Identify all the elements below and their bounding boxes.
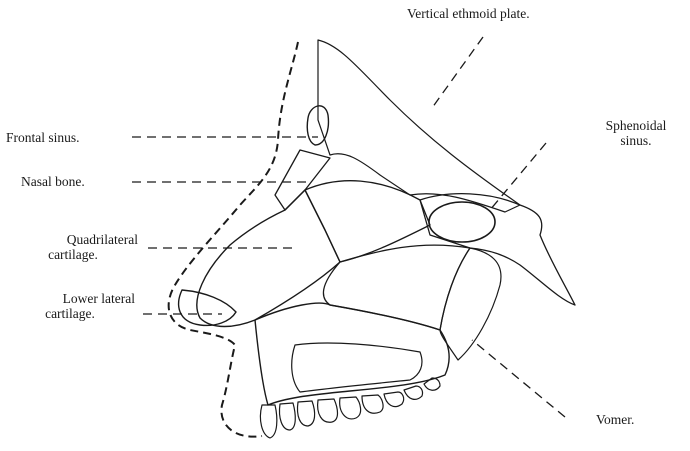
label-sphenoidal-line2: sinus. [586, 133, 686, 148]
label-vertical-ethmoid-plate: Vertical ethmoid plate. [407, 6, 530, 21]
sphenoidal-sinus-shape [429, 202, 495, 242]
vertical-ethmoid-plate [305, 181, 430, 262]
label-nasal-bone: Nasal bone. [21, 174, 85, 189]
sphenoid-body [420, 194, 575, 305]
label-frontal-sinus: Frontal sinus. [6, 130, 80, 145]
posterior-dark-region [440, 248, 501, 360]
label-sphenoidal-line1: Sphenoidal [586, 118, 686, 133]
leader-vertical-ethmoid [432, 37, 483, 108]
label-quadrilateral-cartilage: Quadrilateral cartilage. [8, 232, 138, 262]
teeth [260, 378, 440, 438]
quadrilateral-cartilage [197, 190, 340, 327]
nasal-bone [275, 150, 330, 210]
label-vomer: Vomer. [596, 412, 634, 427]
ethmoid-region [318, 40, 520, 212]
label-lower-lateral-cartilage: Lower lateral cartilage. [5, 291, 135, 321]
label-quadrilateral-line2: cartilage. [8, 247, 138, 262]
profile-outline [169, 42, 298, 437]
label-sphenoidal-sinus: Sphenoidal sinus. [586, 118, 686, 148]
label-quadrilateral-line1: Quadrilateral [8, 232, 138, 247]
leader-sphenoidal [490, 143, 546, 210]
vomer-shape [323, 245, 470, 330]
leader-vomer [472, 340, 565, 417]
maxilla-palate [255, 303, 449, 405]
label-lower-lateral-line1: Lower lateral [5, 291, 135, 306]
label-lower-lateral-line2: cartilage. [5, 306, 135, 321]
lower-lateral-cartilage [179, 290, 236, 325]
